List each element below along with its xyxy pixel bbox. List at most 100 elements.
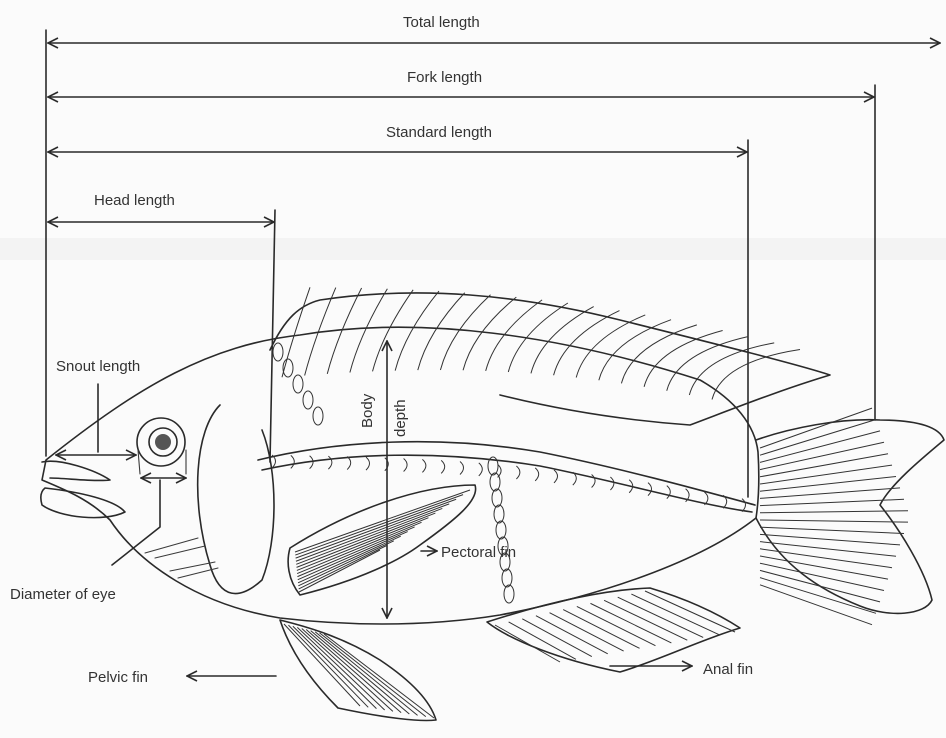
- lateral-scale: [592, 474, 596, 487]
- caudal-fin-ray: [760, 520, 908, 522]
- caudal-fin-ray: [760, 488, 900, 499]
- body-depth-label-line2: depth: [392, 399, 409, 437]
- lateral-scale: [422, 459, 426, 472]
- pectoral-fin-outline: [288, 485, 476, 595]
- lateral-scale: [667, 486, 671, 499]
- upper-jaw: [42, 461, 110, 480]
- caudal-fin-ray: [760, 499, 904, 505]
- eye-pupil: [155, 434, 171, 450]
- lateral-scale: [554, 470, 558, 483]
- gill-filaments: [145, 538, 218, 578]
- anal-fin-ray: [536, 616, 608, 654]
- head-length-label: Head length: [94, 192, 175, 209]
- labels: Total length Fork length Standard length…: [10, 14, 753, 686]
- lateral-scale: [366, 457, 370, 470]
- fork-length-label: Fork length: [407, 69, 482, 86]
- anal-fin-ray: [631, 594, 719, 635]
- caudal-fin-ray: [760, 549, 892, 568]
- pectoral-fin-rays: [295, 490, 470, 592]
- dorsal-fin: [270, 287, 830, 425]
- lateral-scale: [742, 499, 746, 512]
- anal-fin-label: Anal fin: [703, 661, 753, 678]
- dorsal-fin-ray: [599, 320, 671, 381]
- dorsal-fin-ray: [712, 350, 800, 400]
- dorsal-fin-ray: [554, 311, 620, 376]
- dorsal-fin-ray: [667, 336, 749, 390]
- anal-fin-ray: [590, 603, 671, 643]
- gill-cover: [198, 405, 274, 594]
- lateral-line: [258, 442, 755, 512]
- pelvic-fin-ray: [311, 631, 410, 714]
- dorsal-fin-ray: [689, 343, 774, 395]
- caudal-fin-ray: [760, 534, 900, 545]
- anal-fin-ray: [550, 613, 624, 651]
- scale-chain-link: [303, 391, 313, 409]
- scale-chains: [273, 343, 514, 603]
- dorsal-fin-ray: [373, 290, 414, 372]
- anal-fin-outline: [487, 588, 740, 672]
- lateral-scale: [648, 483, 652, 496]
- pectoral-fin-ray: [298, 536, 401, 583]
- lateral-scale: [347, 457, 351, 470]
- eye-socket: [138, 450, 186, 474]
- anal-fin-ray: [577, 606, 656, 645]
- pelvic-fin-label: Pelvic fin: [88, 669, 148, 686]
- diameter-of-eye-label: Diameter of eye: [10, 586, 116, 603]
- dorsal-fin-ray: [282, 287, 310, 377]
- lateral-scale: [516, 466, 520, 479]
- anal-fin: [487, 588, 740, 672]
- scale-chain-link: [490, 473, 500, 491]
- dorsal-fin-ray: [418, 293, 465, 370]
- pectoral-fin-label: Pectoral fin: [441, 544, 516, 561]
- lateral-scale: [610, 477, 614, 490]
- lateral-line-top: [258, 442, 755, 505]
- anal-fin-rays: [495, 591, 735, 662]
- lateral-scale: [404, 458, 408, 471]
- pelvic-fin-ray: [302, 628, 393, 711]
- anal-fin-ray: [618, 597, 703, 637]
- scale-chain-link: [313, 407, 323, 425]
- scale-chain-link: [504, 585, 514, 603]
- caudal-fin-outline: [756, 420, 944, 614]
- total-length-label: Total length: [403, 14, 480, 31]
- caudal-fin-ray: [760, 408, 872, 448]
- lateral-scale: [328, 456, 332, 469]
- scale-chain-link: [492, 489, 502, 507]
- lateral-scale: [535, 468, 539, 481]
- pectoral-fin-ray: [297, 513, 436, 567]
- scale-chain-link: [494, 505, 504, 523]
- caudal-fin-ray: [760, 527, 904, 533]
- lateral-scale: [441, 460, 445, 473]
- pelvic-fin: [280, 620, 436, 721]
- caudal-fin-ray: [760, 578, 876, 614]
- lateral-scale: [479, 463, 483, 476]
- dorsal-fin-ray: [395, 291, 439, 370]
- lateral-line-bottom: [262, 455, 752, 512]
- pectoral-fin-ray: [297, 527, 414, 577]
- anal-fin-ray: [604, 600, 687, 640]
- scale-chain-link: [502, 569, 512, 587]
- pectoral-fin-ray: [298, 532, 408, 580]
- dorsal-fin-ray: [644, 330, 723, 386]
- pectoral-fin: [288, 485, 476, 595]
- caudal-fin-ray: [760, 477, 896, 492]
- snout-length-label: Snout length: [56, 358, 140, 375]
- caudal-fin-rays: [760, 408, 908, 625]
- pelvic-fin-ray: [324, 634, 434, 718]
- anal-fin-ray: [522, 619, 592, 657]
- lateral-scale: [460, 462, 464, 475]
- pelvic-fin-ray: [320, 633, 426, 717]
- standard-length-label: Standard length: [386, 124, 492, 141]
- lower-jaw: [41, 488, 125, 518]
- scale-chain-link: [293, 375, 303, 393]
- pelvic-fin-ray: [306, 630, 401, 713]
- scan-band: [0, 238, 946, 260]
- anal-fin-ray: [495, 625, 560, 662]
- lateral-scale: [291, 455, 295, 468]
- dorsal-fin-ray: [621, 325, 696, 383]
- pelvic-fin-ray: [284, 624, 360, 706]
- body-depth-label-line1: Body: [359, 393, 376, 428]
- eye-diameter-pointer: [112, 480, 160, 565]
